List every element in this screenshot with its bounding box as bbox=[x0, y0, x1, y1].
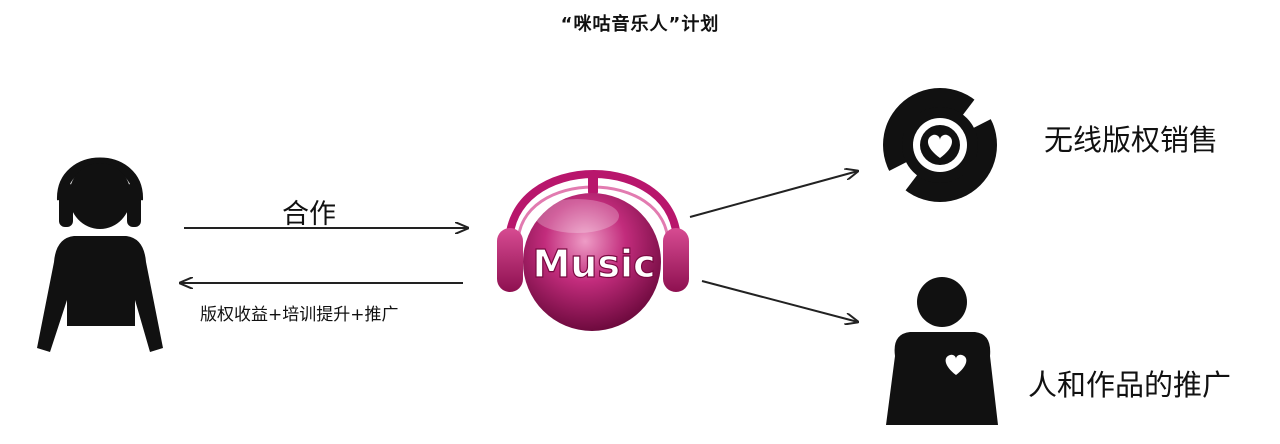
music-headphones-logo: Music bbox=[497, 170, 689, 331]
diagram-title: “咪咕音乐人”计划 bbox=[560, 14, 720, 35]
output-label-promotion: 人和作品的推广 bbox=[1028, 368, 1232, 402]
vinyl-record-heart-icon bbox=[883, 88, 997, 202]
return-label: 版权收益+培训提升+推广 bbox=[200, 305, 399, 325]
music-logo-text: Music bbox=[532, 242, 655, 286]
output-label-sales: 无线版权销售 bbox=[1044, 123, 1219, 157]
cooperation-label: 合作 bbox=[282, 199, 336, 230]
arrow-to-sales bbox=[689, 171, 858, 218]
arrow-to-promotion bbox=[701, 280, 858, 322]
musician-with-headphones-icon bbox=[37, 157, 163, 352]
person-heart-icon bbox=[886, 277, 998, 425]
